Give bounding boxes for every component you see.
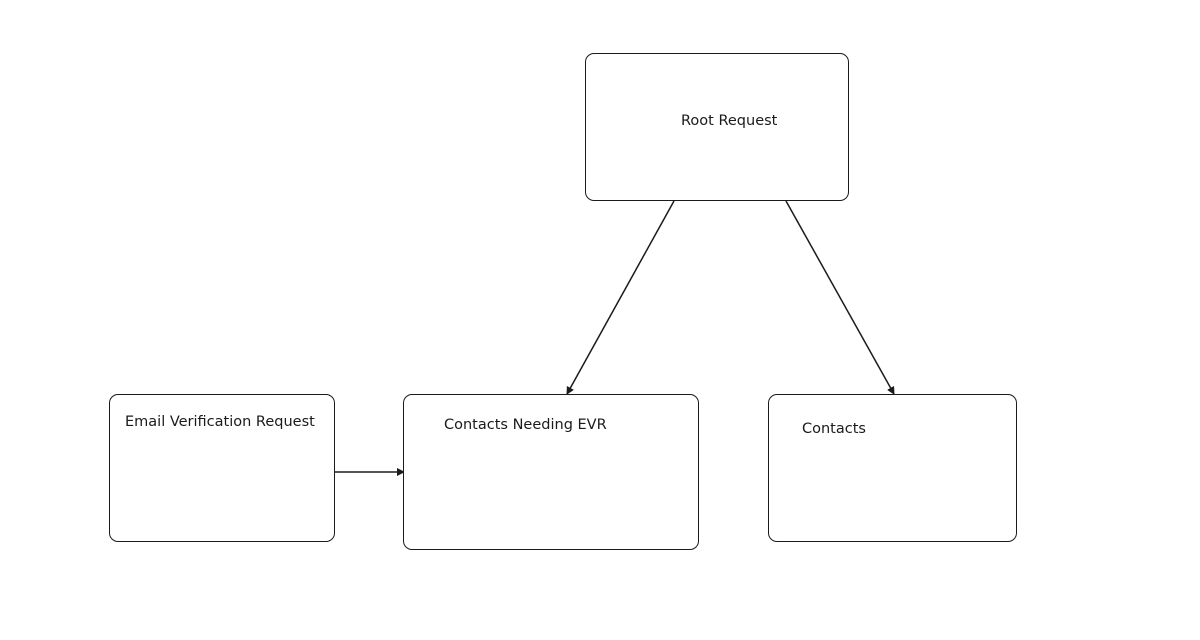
node-root-request[interactable]: Root Request (585, 53, 849, 201)
node-label: Root Request (681, 113, 778, 129)
node-email-verification-request[interactable]: Email Verification Request (109, 394, 335, 542)
node-contacts-needing-evr[interactable]: Contacts Needing EVR (403, 394, 699, 550)
node-label: Email Verification Request (125, 414, 315, 430)
edge-root-to-contacts-needing-evr (566, 200, 675, 395)
node-contacts[interactable]: Contacts (768, 394, 1017, 542)
node-label: Contacts (802, 421, 866, 437)
node-label: Contacts Needing EVR (444, 417, 607, 433)
edge-root-to-contacts (785, 200, 895, 395)
